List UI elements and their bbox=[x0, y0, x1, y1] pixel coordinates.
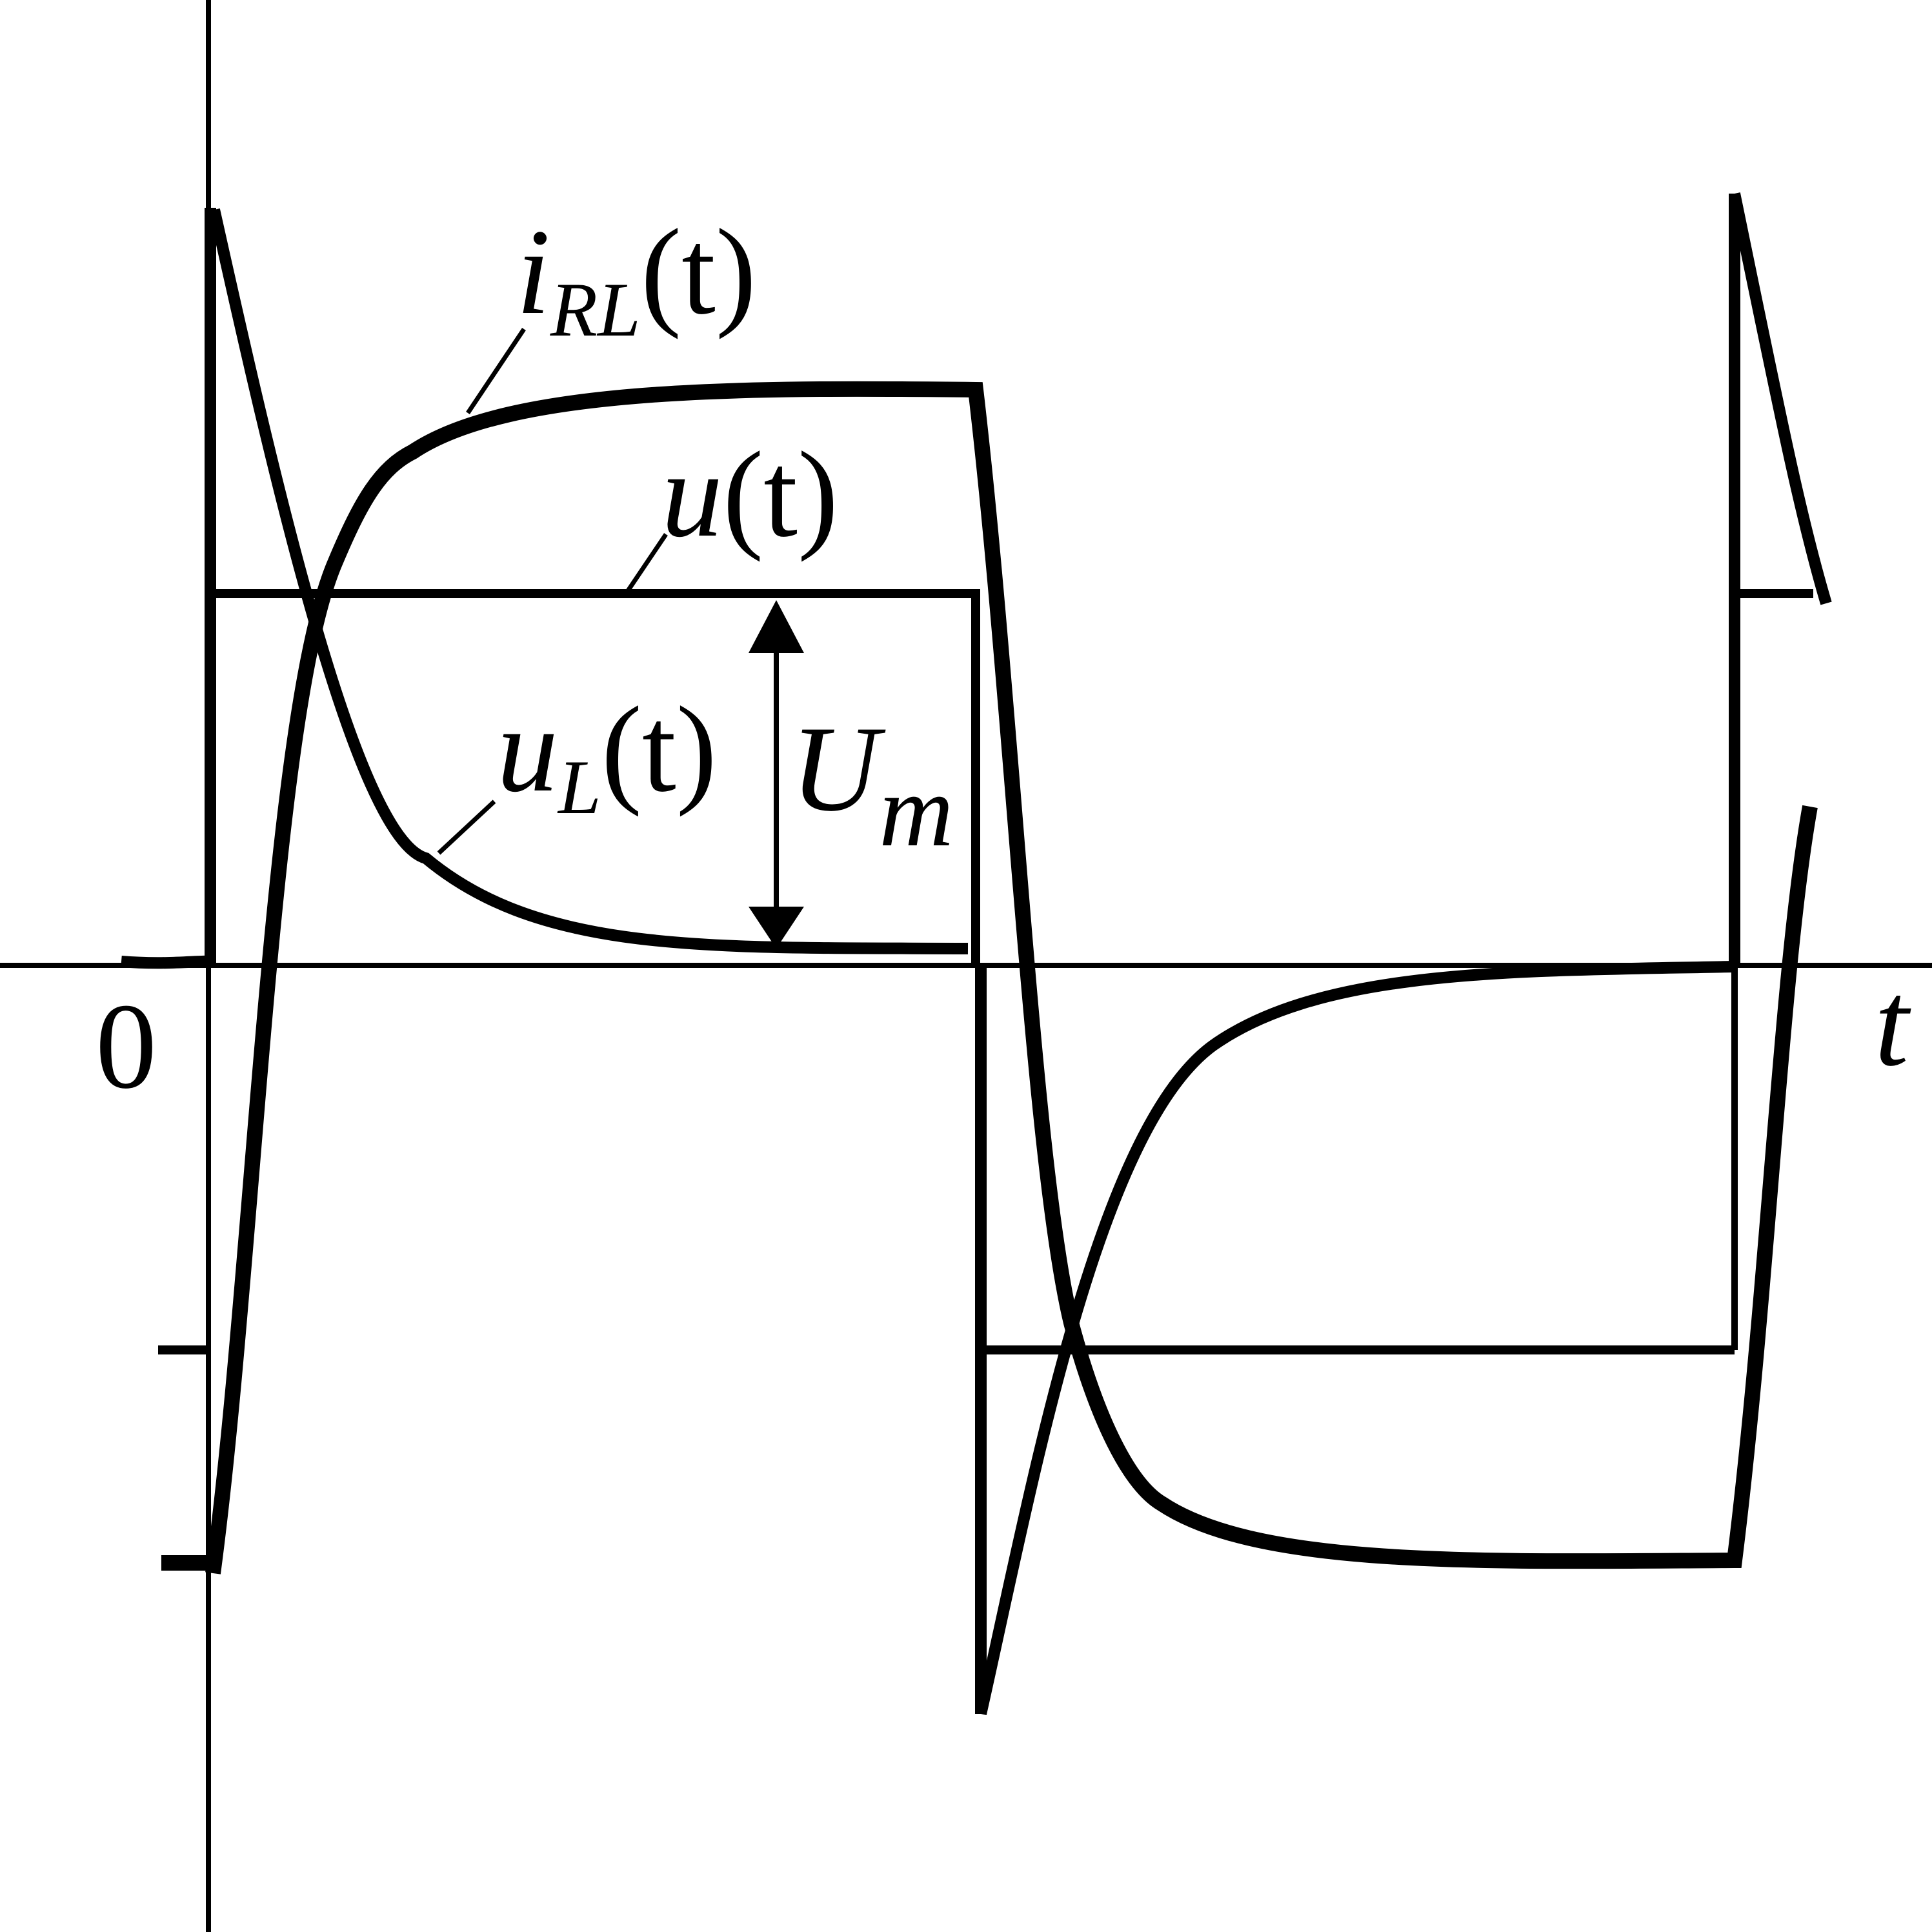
i-rl-leader bbox=[466, 328, 526, 414]
u-l-curve-3 bbox=[1729, 192, 1832, 605]
t-axis-label: t bbox=[1875, 956, 1911, 1092]
um-arrowhead-down bbox=[749, 907, 804, 949]
u-l-label: uL(t) bbox=[497, 682, 717, 830]
um-arrowhead-up bbox=[749, 600, 804, 653]
u-l-leader bbox=[437, 800, 496, 855]
u-label: u(t) bbox=[661, 427, 838, 563]
u-l-curve-2 bbox=[975, 961, 1733, 1715]
um-label: Um bbox=[790, 701, 954, 868]
i-rl-curve bbox=[205, 381, 1818, 1575]
origin-label: 0 bbox=[96, 979, 157, 1114]
i-rl-label: iRL(t) bbox=[516, 205, 756, 352]
u-leader bbox=[624, 533, 668, 595]
